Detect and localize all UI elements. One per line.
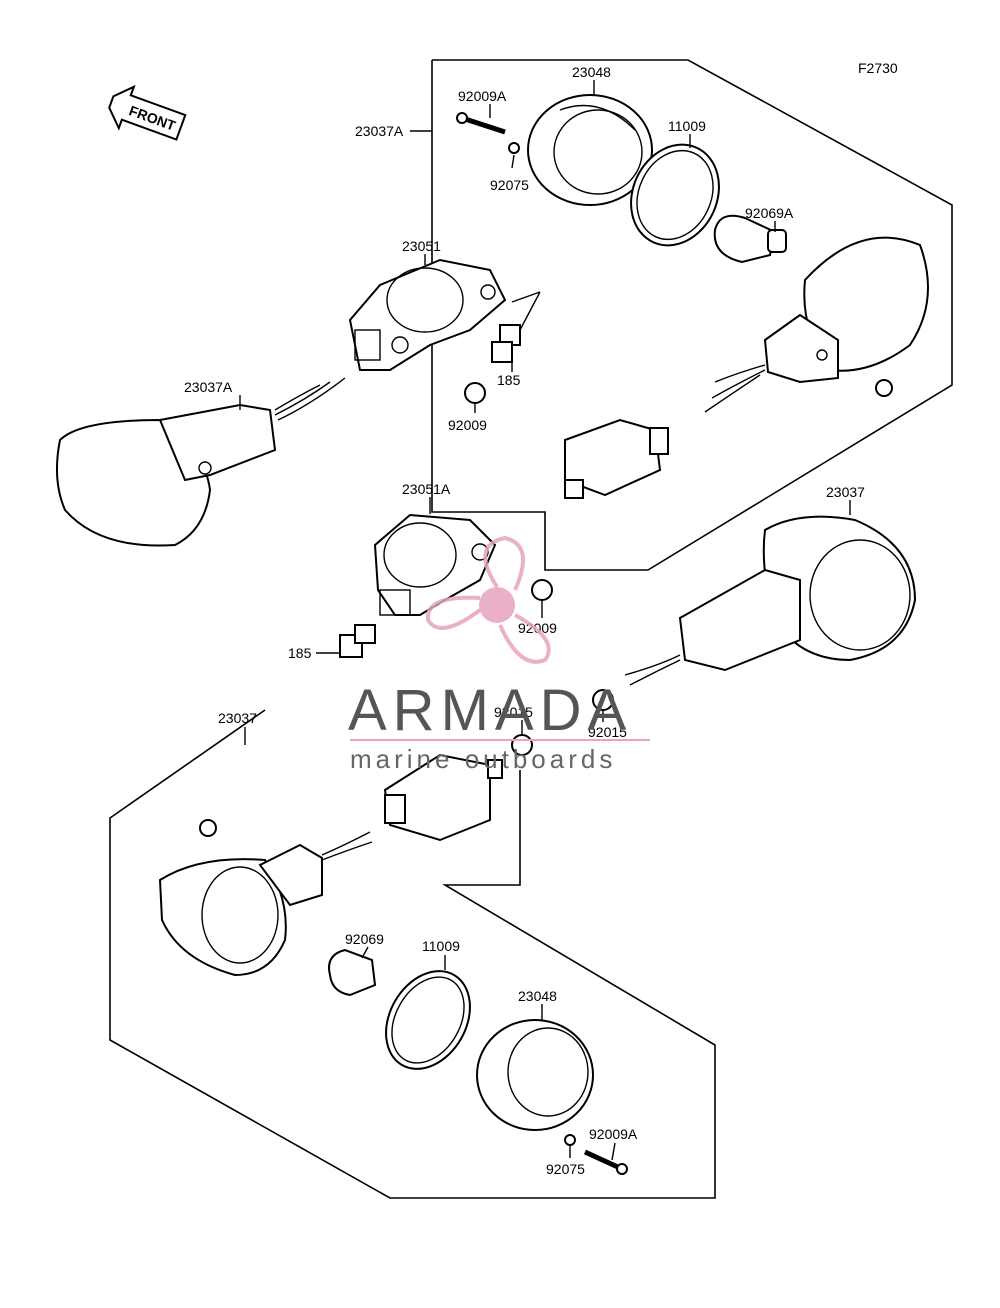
lower-assembly-box: [109, 709, 716, 1199]
label-23037-box: 23037: [218, 710, 257, 726]
label-23037A-box: 23037A: [355, 123, 404, 139]
label-92075-top: 92075: [490, 177, 529, 193]
label-92069A: 92069A: [745, 205, 794, 221]
screw-lower-left: [199, 819, 217, 837]
screw-right-upper: [875, 379, 893, 397]
screw-92009-upper: [464, 382, 486, 404]
bolt-185-mid: [339, 624, 376, 658]
turn-signal-housing-right-upper: [704, 236, 929, 413]
label-23048-top: 23048: [572, 64, 611, 80]
label-23048-bottom: 23048: [518, 988, 557, 1004]
leader-lines: [239, 80, 851, 1161]
stem-lower: [383, 753, 503, 842]
label-92015-mid: 92015: [494, 704, 533, 720]
label-23051A: 23051A: [402, 481, 451, 497]
bulb-upper: [713, 214, 787, 264]
label-92069: 92069: [345, 931, 384, 947]
watermark-tagline: marine outboards: [350, 744, 616, 774]
label-23037A-left: 23037A: [184, 379, 233, 395]
bracket-lower: [373, 513, 497, 616]
lens-rim-lower: [476, 1019, 594, 1131]
turn-signal-housing-lower: [158, 831, 373, 977]
screw-92009-mid: [531, 579, 553, 601]
label-23051: 23051: [402, 238, 441, 254]
figure-code: F2730: [858, 60, 898, 76]
gasket-upper: [630, 143, 720, 247]
stem-upper: [564, 418, 669, 499]
bracket-upper: [348, 258, 507, 371]
watermark-logo-icon: [425, 535, 551, 664]
label-92009A-top: 92009A: [458, 88, 507, 104]
label-185-top: 185: [497, 372, 521, 388]
label-92009-top: 92009: [448, 417, 487, 433]
lens-rim-upper: [527, 94, 653, 206]
front-arrow-icon: FRONT: [108, 84, 187, 141]
bolt-185-upper: [491, 324, 521, 363]
label-92009A-bottom: 92009A: [589, 1126, 638, 1142]
upper-assembly-box: [431, 59, 953, 571]
label-11009-bottom: 11009: [422, 938, 460, 954]
watermark-brand: ARMADA: [348, 678, 632, 743]
label-92075-bottom: 92075: [546, 1161, 585, 1177]
gasket-lower: [385, 970, 471, 1070]
bulb-lower: [328, 948, 377, 997]
label-185-mid: 185: [288, 645, 312, 661]
screw-lower: [583, 1149, 628, 1175]
washer-lower: [564, 1134, 576, 1146]
washer-upper: [508, 142, 520, 154]
screw-upper: [456, 112, 506, 135]
turn-signal-housing-left: [56, 377, 346, 547]
label-92015-right: 92015: [588, 724, 627, 740]
label-11009-top: 11009: [668, 118, 706, 134]
label-23037-right: 23037: [826, 484, 865, 500]
turn-signal-housing-right: [624, 515, 917, 686]
